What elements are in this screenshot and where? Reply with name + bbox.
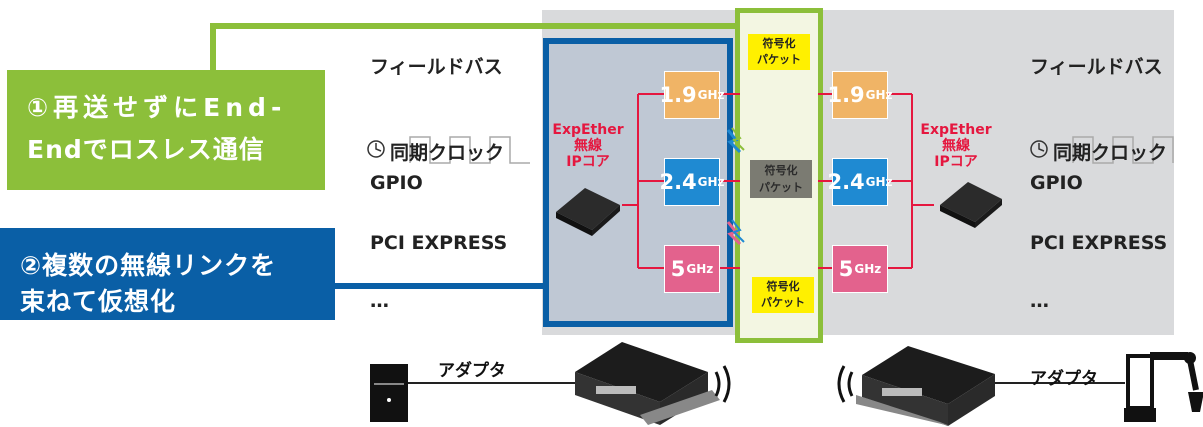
ip-core-suffix: IPコア — [934, 154, 978, 170]
encoded-packet-bottom: 符号化 パケット — [752, 277, 814, 313]
wireless-signal-icon-left — [714, 365, 731, 403]
signal-more-right: … — [1030, 290, 1049, 312]
freq-unit: GHz — [697, 175, 725, 189]
callout-virtualize-line1: ②複数の無線リンクを — [20, 251, 277, 280]
signal-clock-left: 同期クロック — [390, 142, 505, 164]
ip-core-wireless: 無線 — [574, 138, 602, 154]
freq-value: 2.4 — [659, 170, 697, 194]
signal-fieldbus-right: フィールドバス — [1030, 56, 1163, 78]
clock-icon-left — [367, 140, 385, 158]
freq-value: 2.4 — [827, 170, 865, 194]
signal-more-left: … — [370, 290, 389, 312]
freq-unit: GHz — [854, 262, 882, 276]
signal-gpio-left: GPIO — [370, 172, 423, 194]
adapter-label-right: アダプタ — [1030, 369, 1098, 389]
clock-icon-right — [1030, 140, 1048, 158]
signal-gpio-right: GPIO — [1030, 172, 1083, 194]
freq-value: 5 — [838, 257, 854, 281]
ip-core-label-right: ExpEther 無線 IPコア — [918, 122, 994, 170]
packet-line1: 符号化 — [762, 37, 796, 50]
encoded-packet-lost: 符号化 パケット — [750, 160, 812, 198]
packet-line1: 符号化 — [764, 164, 798, 177]
signal-pcie-left: PCI EXPRESS — [370, 232, 508, 254]
freq-value: 1.9 — [659, 83, 697, 107]
freq-unit: GHz — [697, 88, 725, 102]
adapter-label-left: アダプタ — [438, 361, 506, 381]
chip-icon-right — [940, 182, 1002, 228]
packet-line2: パケット — [759, 181, 803, 194]
device-icon-right — [856, 346, 995, 426]
device-icon-left — [575, 342, 720, 425]
server-icon — [370, 364, 408, 422]
callout-virtualize-line2: 束ねて仮想化 — [20, 287, 177, 316]
packet-line2: パケット — [761, 296, 805, 309]
encoded-packet-top: 符号化 パケット — [748, 34, 810, 70]
signal-clock-right: 同期クロック — [1053, 142, 1168, 164]
ip-core-suffix: IPコア — [566, 154, 610, 170]
freq-unit: GHz — [865, 88, 893, 102]
callout-lossless-line1: ①再送せずにEnd- — [27, 93, 287, 122]
signal-pcie-right: PCI EXPRESS — [1030, 232, 1168, 254]
callout-lossless-line2: Endでロスレス通信 — [27, 135, 265, 164]
callout-lossless: ①再送せずにEnd- Endでロスレス通信 — [7, 70, 325, 190]
signal-fieldbus-left: フィールドバス — [370, 56, 503, 78]
chip-icon-left — [556, 188, 620, 236]
freq-unit: GHz — [865, 175, 893, 189]
wireless-signal-icon-right — [837, 365, 854, 403]
freq-value: 1.9 — [827, 83, 865, 107]
robot-arm-icon — [1124, 352, 1203, 422]
ip-core-name: ExpEther — [552, 122, 624, 138]
freq-unit: GHz — [686, 262, 714, 276]
packet-line2: パケット — [757, 53, 801, 66]
ip-core-wireless: 無線 — [942, 138, 970, 154]
callout-virtualize: ②複数の無線リンクを 束ねて仮想化 — [0, 228, 335, 320]
ip-core-name: ExpEther — [920, 122, 992, 138]
packet-line1: 符号化 — [766, 280, 800, 293]
freq-value: 5 — [670, 257, 686, 281]
ip-core-label-left: ExpEther 無線 IPコア — [550, 122, 626, 170]
lightning-icons — [726, 127, 745, 246]
